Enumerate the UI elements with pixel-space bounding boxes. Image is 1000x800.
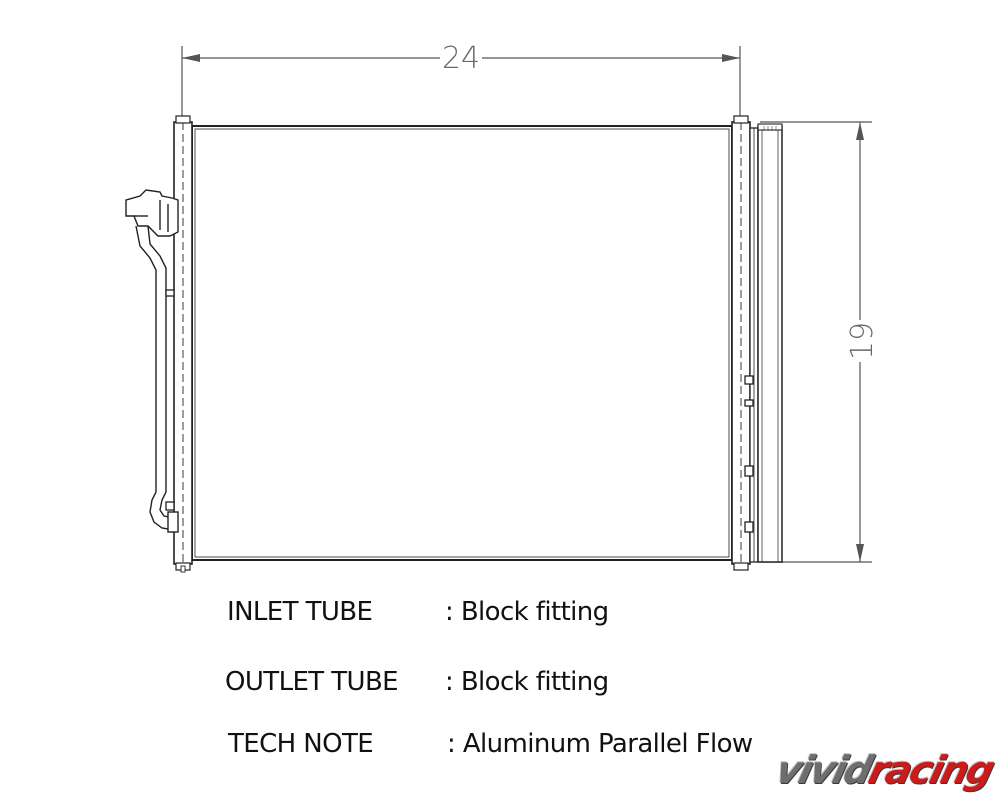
receiver-drier bbox=[749, 123, 783, 563]
left-header-tank bbox=[173, 115, 193, 573]
drier-brackets bbox=[744, 375, 754, 533]
outlet-block-fitting bbox=[167, 511, 179, 533]
condenser-core bbox=[191, 125, 733, 561]
inlet-block-fitting bbox=[125, 189, 179, 237]
spec-inlet-value: : Block fitting bbox=[445, 597, 609, 627]
spec-outlet-label: OUTLET TUBE bbox=[225, 667, 399, 697]
spec-outlet-value: : Block fitting bbox=[445, 667, 609, 697]
spec-tech-note-value: : Aluminum Parallel Flow bbox=[447, 729, 753, 759]
right-header-tank bbox=[731, 115, 751, 571]
height-dimension-label: 19 bbox=[845, 322, 880, 360]
side-pipe bbox=[135, 225, 175, 531]
spec-tech-note-label: TECH NOTE bbox=[228, 729, 374, 759]
drier-top-fins bbox=[763, 126, 777, 131]
vividracing-logo: vividracing bbox=[772, 748, 998, 792]
pipe-brackets bbox=[165, 289, 175, 511]
spec-inlet-label: INLET TUBE bbox=[227, 597, 373, 627]
width-dimension-label: 24 bbox=[442, 41, 480, 76]
logo-text-accent: racing bbox=[864, 748, 998, 792]
logo-text-main: vivid bbox=[771, 748, 876, 792]
